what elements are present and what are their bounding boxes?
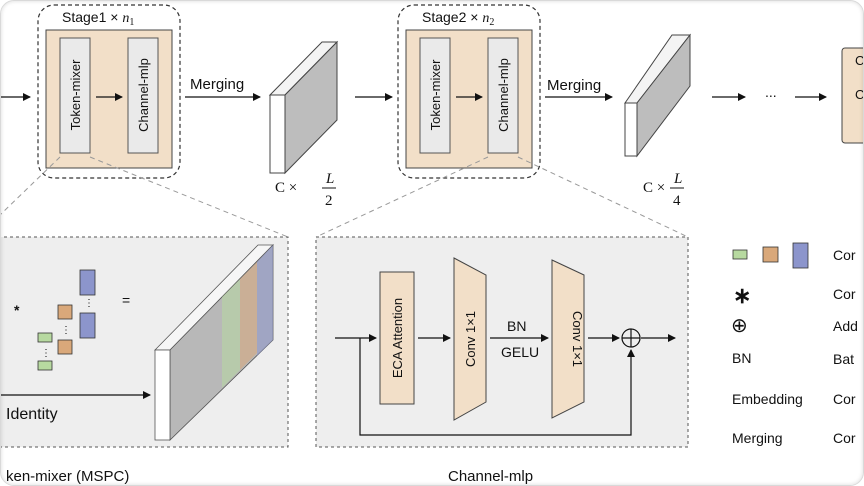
mspc-panel: * ⋮ ⋮ ⋮ = Identity ken-mixer (MSPC) — [0, 236, 289, 485]
mspc-output-front — [154, 349, 171, 441]
residual-path — [359, 338, 635, 436]
kernel-blue-2 — [79, 312, 96, 339]
legend-text-1: Cor — [833, 247, 856, 263]
legend-blue-swatch — [792, 242, 809, 269]
stage2-channel-mlp-label: Channel-mlp — [496, 58, 511, 132]
svg-text:C: C — [855, 87, 864, 102]
feature-map-1-front — [269, 94, 286, 174]
next-stage-partial — [841, 47, 864, 144]
stage1-block: Stage1 × n1 Token-mixer Channel-mlp — [37, 4, 181, 179]
legend: Cor ∗ Cor ⊕ Add BN Bat Embedding Cor Mer… — [731, 242, 858, 446]
conv1-trapezoid — [453, 257, 487, 421]
mspc-equals: = — [122, 292, 130, 308]
legend-merging: Merging — [732, 430, 783, 446]
mspc-output-orange-slice — [240, 262, 257, 370]
mspc-output-blue-slice — [257, 245, 273, 356]
legend-text-2: Cor — [833, 286, 856, 302]
conv1-label: Conv 1×1 — [463, 311, 478, 367]
svg-text:C: C — [855, 53, 864, 68]
gelu-label: GELU — [501, 344, 539, 360]
stage2-title: Stage2 × n2 — [422, 9, 494, 28]
svg-text:C ×: C × — [275, 180, 297, 196]
stage2-channel-mlp-box — [487, 37, 519, 154]
legend-text-3: Add — [833, 318, 858, 334]
channel-mlp-caption: Channel-mlp — [448, 468, 533, 485]
channel-mlp-panel-border — [315, 236, 689, 448]
conv2-trapezoid — [551, 259, 585, 419]
kernel-orange-1 — [57, 304, 73, 320]
expand-line-right-b — [517, 156, 689, 238]
stage1-token-mixer-label: Token-mixer — [68, 59, 83, 130]
stage2-token-mixer-box — [419, 37, 451, 154]
svg-text:L: L — [673, 171, 682, 187]
expand-line-left-b — [89, 156, 289, 238]
kernel-green-1 — [37, 332, 53, 343]
mspc-output-green-slice — [222, 279, 240, 388]
legend-plus-symbol: ⊕ — [731, 315, 748, 337]
legend-text-4: Bat — [833, 351, 854, 367]
eca-attention-box — [379, 271, 415, 405]
stage2-block: Stage2 × n2 Token-mixer Channel-mlp — [397, 4, 541, 179]
svg-text:L: L — [325, 171, 334, 187]
merging2-label: Merging — [547, 77, 601, 94]
expand-line-right-a — [315, 156, 489, 238]
svg-text:2: 2 — [325, 193, 333, 209]
kernel-green-2 — [37, 360, 53, 371]
kernel-blue-1 — [79, 269, 96, 296]
channel-mlp-panel: ECA Attention Conv 1×1 BN GELU Conv 1×1 … — [315, 236, 689, 485]
conv2-label: Conv 1×1 — [570, 311, 585, 367]
stage1-token-mixer-box — [59, 37, 91, 154]
feature-map-2 — [624, 33, 692, 158]
ellipsis: ... — [765, 84, 777, 100]
stage1-channel-mlp-label: Channel-mlp — [136, 58, 151, 132]
svg-text:⋮: ⋮ — [41, 348, 51, 359]
stage2-token-mixer-label: Token-mixer — [428, 59, 443, 130]
stage2-dashed-border — [397, 4, 541, 179]
mspc-caption: ken-mixer (MSPC) — [6, 468, 129, 485]
legend-green-swatch — [732, 249, 748, 260]
feature-map-2-front — [624, 102, 638, 157]
legend-text-6: Cor — [833, 430, 856, 446]
legend-bn: BN — [732, 350, 751, 366]
identity-label: Identity — [6, 406, 58, 423]
svg-text:4: 4 — [673, 193, 681, 209]
merging1-label: Merging — [190, 76, 244, 93]
svg-text:⋮: ⋮ — [61, 325, 71, 336]
mspc-asterisk: * — [14, 302, 20, 318]
eca-attention-label: ECA Attention — [390, 298, 405, 378]
kernel-orange-2 — [57, 339, 73, 355]
expand-line-left-a — [0, 156, 61, 216]
legend-embedding: Embedding — [732, 391, 803, 407]
legend-orange-swatch — [762, 246, 779, 263]
legend-asterisk-symbol: ∗ — [733, 283, 751, 308]
stage1-channel-mlp-box — [127, 37, 159, 154]
dim1-label: C × L 2 — [275, 171, 336, 209]
svg-text:C ×: C × — [643, 180, 665, 196]
stage1-dashed-border — [37, 4, 181, 179]
legend-text-5: Cor — [833, 391, 856, 407]
svg-text:⋮: ⋮ — [84, 298, 94, 309]
bn-label: BN — [507, 318, 526, 334]
feature-map-1 — [268, 40, 339, 175]
dim2-label: C × L 4 — [643, 171, 684, 209]
stage1-title: Stage1 × n1 — [62, 9, 134, 28]
